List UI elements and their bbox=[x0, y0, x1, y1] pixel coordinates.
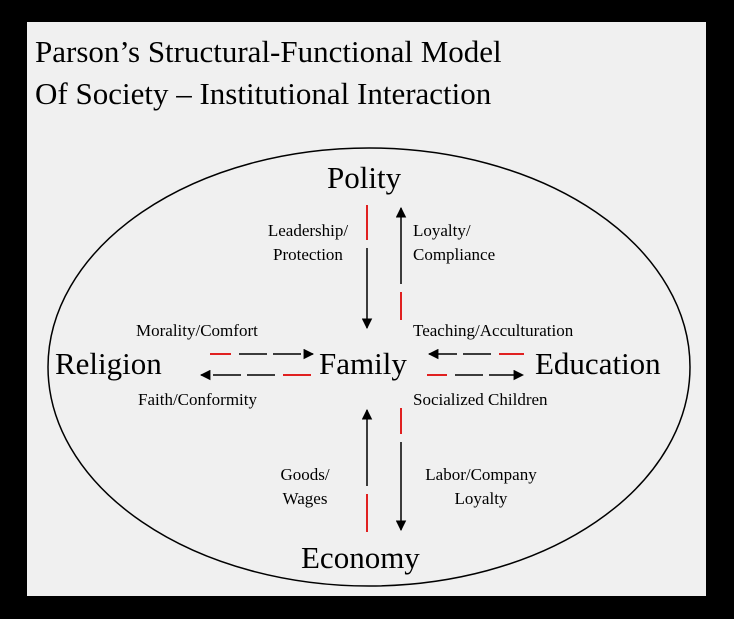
node-religion: Religion bbox=[55, 346, 162, 381]
label-polity-to-family-line-2: Protection bbox=[273, 244, 343, 264]
label-family-to-education: Socialized Children bbox=[413, 390, 548, 409]
society-ellipse bbox=[47, 147, 691, 587]
label-education-to-family: Teaching/Acculturation bbox=[413, 321, 574, 340]
label-family-to-economy: Labor/Company Loyalty bbox=[409, 463, 553, 511]
node-family: Family bbox=[319, 346, 407, 381]
diagram-panel: Parson’s Structural-Functional Model Of … bbox=[27, 22, 706, 596]
label-family-to-polity-line-1: Loyalty/ bbox=[413, 221, 471, 240]
label-family-to-economy-line-2: Loyalty bbox=[454, 488, 508, 508]
label-polity-to-family: Leadership/ Protection bbox=[252, 219, 364, 267]
label-family-to-religion: Faith/Conformity bbox=[138, 390, 257, 409]
interaction-diagram bbox=[47, 147, 691, 587]
label-economy-to-family: Goods/ Wages bbox=[255, 463, 355, 511]
node-education: Education bbox=[535, 346, 661, 381]
title-line-1: Parson’s Structural-Functional Model bbox=[35, 34, 502, 69]
label-economy-to-family-line-2: Wages bbox=[282, 488, 328, 508]
label-polity-to-family-line-1: Leadership/ bbox=[267, 221, 349, 240]
label-family-to-economy-line-1: Labor/Company bbox=[425, 465, 537, 484]
label-economy-to-family-line-1: Goods/ bbox=[280, 465, 330, 484]
label-religion-to-family: Morality/Comfort bbox=[136, 321, 258, 340]
title-line-2: Of Society – Institutional Interaction bbox=[35, 76, 492, 111]
node-economy: Economy bbox=[301, 540, 420, 575]
label-family-to-polity: Loyalty/ Compliance bbox=[413, 219, 495, 267]
node-polity: Polity bbox=[327, 160, 402, 195]
label-family-to-polity-line-2: Compliance bbox=[413, 244, 496, 264]
